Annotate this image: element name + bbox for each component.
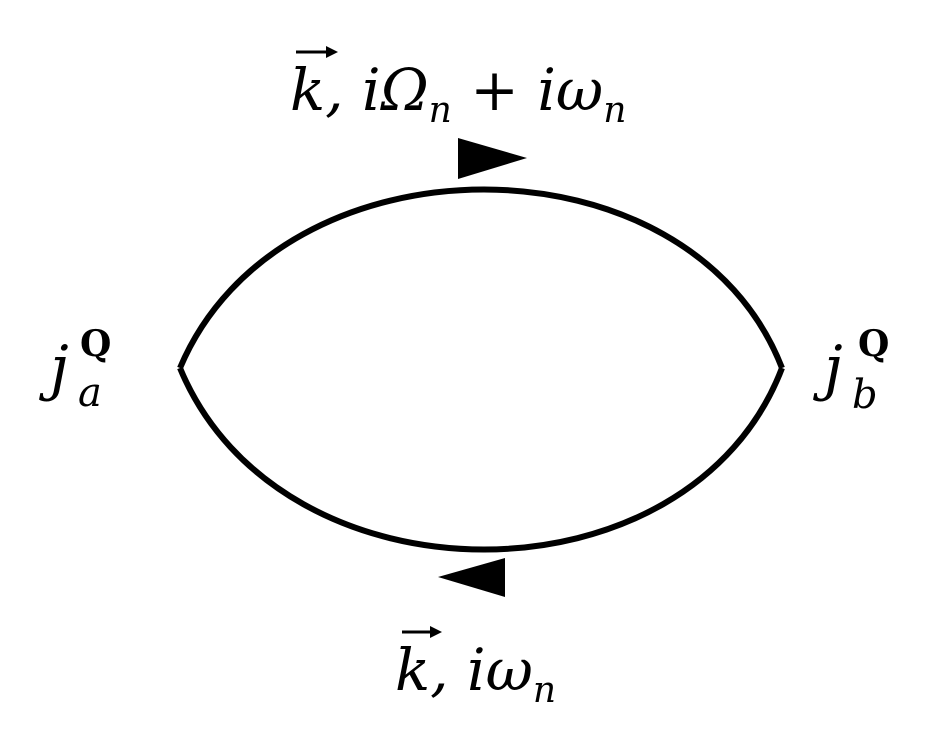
svg-text:j: j — [813, 333, 843, 403]
top-label-vector: k — [290, 56, 325, 124]
top-label-rest: , iΩ — [325, 56, 429, 124]
left-vertex-superscript: Q — [80, 323, 111, 365]
left-vertex-symbol: j — [39, 333, 69, 403]
svg-text:j: j — [39, 333, 69, 403]
right-vertex-superscript: Q — [858, 323, 889, 365]
bottom-momentum-label: k, iωn — [395, 626, 556, 711]
right-vertex-symbol: j — [813, 333, 843, 403]
top-label-plus: + — [452, 56, 537, 124]
top-label-sub1: n — [429, 90, 452, 131]
top-label-iomega: iω — [537, 56, 603, 124]
bottom-label-sub: n — [533, 670, 556, 711]
top-momentum-label: k, iΩn + iωn — [290, 46, 626, 131]
upper-propagator-line — [177, 186, 785, 370]
right-vertex-subscript: b — [852, 372, 878, 418]
bottom-label-rest: , iω — [430, 636, 533, 704]
left-vertex-label: j Q a — [39, 323, 111, 416]
svg-text:k, iωn: k, iωn — [395, 636, 556, 711]
right-vertex-label: j Q b — [813, 323, 889, 418]
lower-propagator-line — [177, 366, 785, 553]
svg-text:Q: Q — [80, 323, 111, 365]
top-label-sub2: n — [603, 90, 626, 131]
svg-text:a: a — [78, 370, 102, 416]
bottom-label-vector: k — [395, 636, 430, 704]
svg-text:b: b — [852, 372, 878, 418]
svg-text:k, iΩn + iωn: k, iΩn + iωn — [290, 56, 626, 131]
left-vertex-subscript: a — [78, 370, 102, 416]
svg-text:Q: Q — [858, 323, 889, 365]
upper-arrow-icon — [458, 138, 527, 179]
lower-arrow-icon — [438, 558, 505, 597]
